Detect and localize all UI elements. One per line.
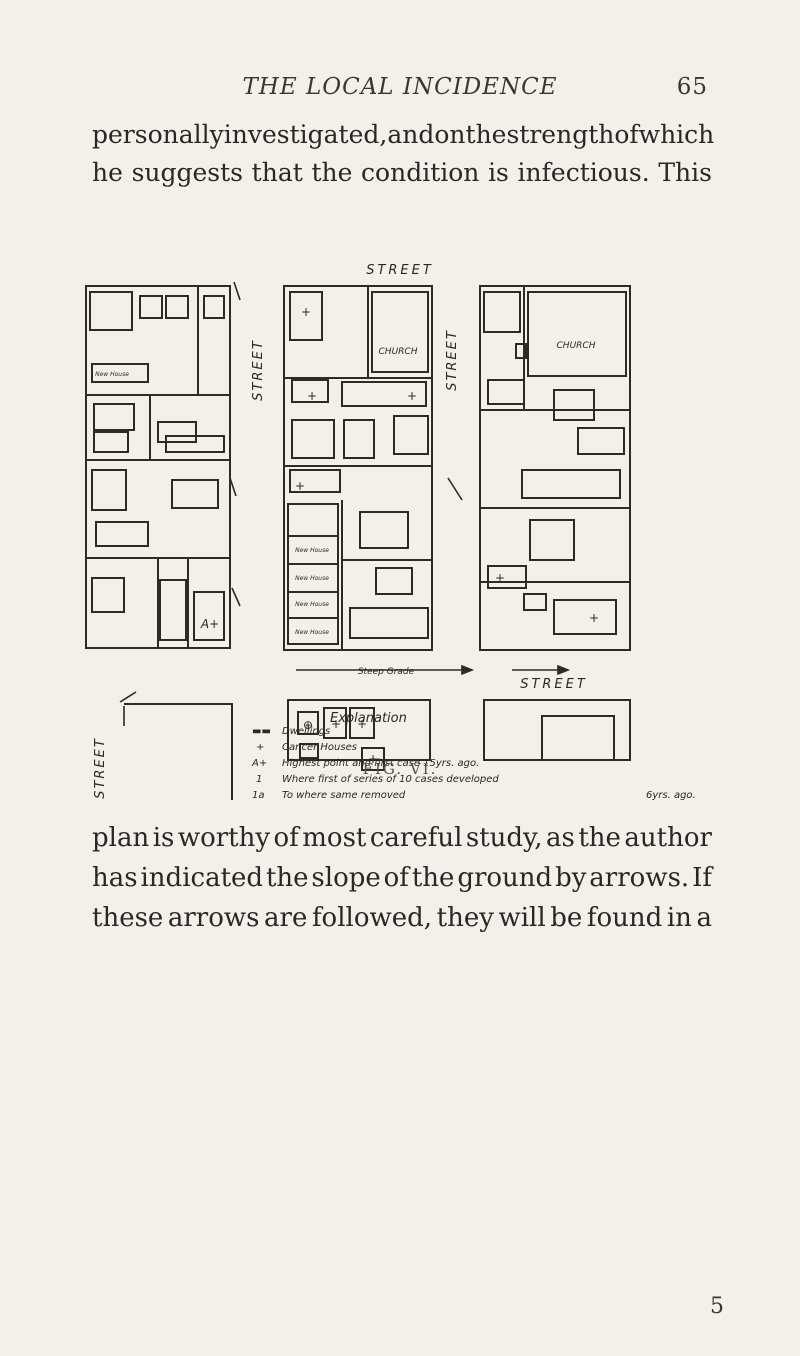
cancer-house-marker: + [307, 389, 317, 403]
legend-symbol: A+ [251, 758, 267, 769]
house-label: New House [295, 547, 329, 554]
block-middle [283, 285, 433, 651]
dwelling [91, 363, 149, 383]
cancer-house-marker: + [357, 717, 367, 731]
street-plan-figure: + + + + + + A+ + + + + ⊕ STREET STREET S… [85, 263, 696, 800]
legend-symbol: 1 [256, 774, 262, 785]
legend-text: To where same removed [282, 790, 406, 800]
house-label: New House [295, 575, 329, 582]
cancer-house-marker: + [301, 305, 311, 319]
legend-symbol: 1a [252, 790, 265, 800]
cancer-house-marker: + [495, 571, 505, 585]
street-label-left: STREET [251, 339, 266, 401]
present-patient-marker: ⊕ [303, 718, 313, 732]
church-1 [371, 291, 429, 373]
figure-legend: Explanation ▬▬ Dwellings + Cancer Houses… [251, 711, 696, 800]
legend-text: Highest point and first case 15yrs. ago. [282, 758, 479, 769]
figure-caption: FIG. VI. [362, 760, 438, 778]
house-label: New House [295, 601, 329, 608]
steep-grade-label: Steep Grade [358, 667, 415, 677]
legend-note: 6yrs. ago. [646, 790, 696, 800]
legend-text: Where first of series of 10 cases develo… [282, 774, 499, 785]
house-label: New House [95, 371, 129, 378]
legend-text: Cancer Houses [282, 742, 357, 753]
church-label: CHURCH [557, 341, 596, 351]
street-label-top: STREET [366, 263, 434, 278]
street-label-west: STREET [93, 737, 108, 799]
church-label: CHURCH [379, 347, 418, 357]
running-title: THE LOCAL INCIDENCE [242, 74, 558, 100]
street-label-mid: STREET [445, 329, 460, 391]
church-2 [527, 291, 627, 377]
legend-symbol: ▬▬ [252, 726, 271, 737]
cancer-house-marker: + [407, 389, 417, 403]
legend-symbol: + [256, 742, 264, 753]
legend-text: Dwellings [282, 726, 330, 737]
folio: 5 [710, 1294, 724, 1319]
street-label-right: STREET [520, 677, 588, 692]
block-right [479, 285, 631, 651]
cancer-house-marker: + [331, 717, 341, 731]
legend-title: Explanation [330, 711, 407, 726]
first-case-marker: A+ [200, 617, 219, 631]
page-number: 65 [676, 74, 708, 100]
house-label: New House [295, 629, 329, 636]
cancer-house-marker: + [295, 479, 305, 493]
cancer-house-marker: + [368, 752, 378, 766]
cancer-house-marker: + [589, 611, 599, 625]
